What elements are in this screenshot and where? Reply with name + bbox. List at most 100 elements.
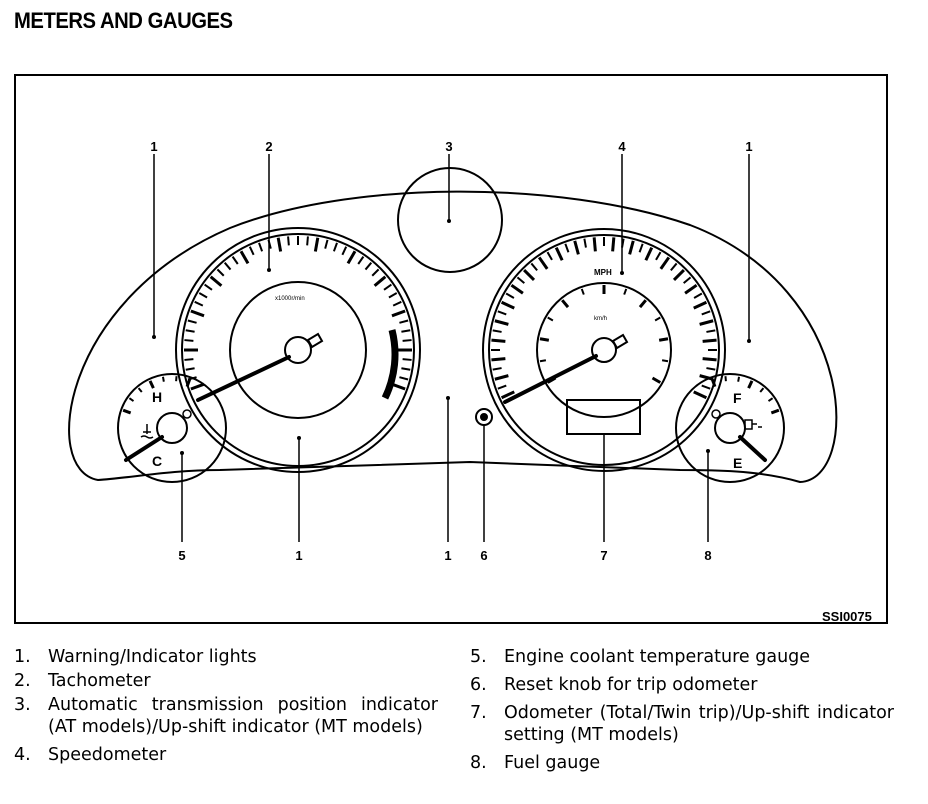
legend-text: Warning/Indicator lights bbox=[48, 647, 257, 667]
speedometer-tick bbox=[701, 384, 711, 390]
speedometer-inner-tick bbox=[547, 316, 554, 322]
temp-gauge-outer bbox=[117, 373, 227, 483]
shift-indicator-display bbox=[397, 167, 503, 273]
speedometer-tick bbox=[701, 310, 711, 316]
speedometer-tick bbox=[699, 319, 714, 326]
tachometer-tick bbox=[306, 236, 309, 246]
tachometer-tick bbox=[239, 250, 250, 265]
speedometer-hub bbox=[591, 337, 617, 363]
fuel-gauge-tick bbox=[747, 380, 754, 389]
speedometer-needle bbox=[503, 354, 598, 404]
legend-text: Tachometer bbox=[48, 671, 151, 691]
tachometer-tick bbox=[187, 319, 197, 324]
speedometer-tick bbox=[638, 243, 644, 253]
fuel-gauge-needle bbox=[738, 435, 767, 462]
legend-item: 4. Speedometer bbox=[14, 744, 438, 766]
speedometer-tick bbox=[523, 269, 536, 282]
tachometer-tick bbox=[190, 382, 205, 391]
callout-3: 3 bbox=[445, 139, 452, 154]
speedometer-tick bbox=[693, 390, 708, 400]
fuel-gauge-outer bbox=[675, 373, 785, 483]
tachometer-tick bbox=[204, 283, 213, 291]
speedometer-tick bbox=[530, 262, 538, 271]
speedometer-tick bbox=[706, 329, 716, 333]
speedometer-inner-tick bbox=[661, 359, 669, 363]
speedometer-tick bbox=[554, 246, 564, 261]
temp-gauge-tick bbox=[128, 397, 135, 402]
callout-6: 6 bbox=[480, 548, 487, 563]
speedometer-inner bbox=[536, 282, 672, 418]
tachometer-tick bbox=[373, 275, 387, 287]
tachometer-tick bbox=[392, 300, 402, 307]
callout-8: 8 bbox=[704, 548, 711, 563]
temp-gauge-tick bbox=[137, 387, 143, 393]
speedometer-inner-tick bbox=[539, 337, 550, 342]
speedometer-inner-tick bbox=[651, 376, 662, 384]
tachometer-needle bbox=[196, 355, 291, 402]
tachometer-tick bbox=[287, 236, 290, 246]
speedometer-tick bbox=[693, 292, 703, 299]
speedometer-tick bbox=[684, 283, 698, 295]
tachometer-inner bbox=[229, 281, 367, 419]
legend-text: Speedometer bbox=[48, 745, 167, 765]
tachometer-tick bbox=[371, 268, 380, 277]
page-title: METERS AND GAUGES bbox=[14, 8, 233, 33]
tachometer-rim bbox=[181, 233, 415, 467]
tachometer-tick bbox=[391, 382, 406, 391]
tachometer-tick bbox=[402, 339, 412, 342]
fuel-full-mark: F bbox=[733, 390, 742, 406]
legend-number: 5. bbox=[470, 647, 487, 667]
speedometer-inner-tick bbox=[623, 288, 628, 295]
speedometer-tick bbox=[491, 357, 506, 362]
temp-cold-mark: C bbox=[152, 453, 162, 469]
tachometer-tick bbox=[364, 262, 373, 271]
speedometer-tick bbox=[659, 256, 671, 270]
tachometer-tick bbox=[184, 339, 194, 342]
legend-number: 2. bbox=[14, 671, 31, 691]
temp-warning-light bbox=[182, 409, 192, 419]
legend-text: Odometer (Total/Twin trip)/Up-shift indi… bbox=[504, 703, 894, 745]
legend-text: Automatic transmission position indicato… bbox=[48, 695, 438, 737]
temp-gauge-tick bbox=[161, 376, 165, 382]
tachometer-tick bbox=[209, 275, 223, 287]
coolant-icon bbox=[140, 424, 154, 439]
fuel-gauge-tick bbox=[767, 397, 774, 402]
speedometer-tick bbox=[510, 283, 524, 295]
speedometer-inner-tick bbox=[539, 359, 547, 363]
tachometer-tick bbox=[401, 329, 411, 333]
legend-item: 3.Automatic transmission position indica… bbox=[14, 694, 438, 738]
speedometer-tick bbox=[655, 251, 662, 261]
tachometer-hub bbox=[284, 336, 312, 364]
tachometer-tick bbox=[194, 300, 204, 307]
speedometer-tick bbox=[611, 237, 616, 252]
mph-label: MPH bbox=[594, 268, 612, 277]
legend-left: 1.Warning/Indicator lights 2.Tachometer … bbox=[14, 646, 438, 772]
legend-item: 7. Odometer (Total/Twin trip)/Up-shift in… bbox=[470, 702, 894, 746]
legend-item: 1.Warning/Indicator lights bbox=[14, 646, 438, 668]
speedometer-tick bbox=[573, 240, 580, 255]
tachometer-redline bbox=[381, 329, 399, 400]
tachometer-tick bbox=[248, 246, 255, 256]
speedometer-tick bbox=[492, 329, 502, 333]
svg-text:x1000r/min: x1000r/min bbox=[275, 296, 305, 302]
speedometer-tick bbox=[693, 300, 708, 310]
speedometer-tick bbox=[491, 338, 506, 343]
speedometer-inner-tick bbox=[561, 299, 570, 309]
speedometer-tick bbox=[644, 246, 654, 261]
callout-1-left: 1 bbox=[150, 139, 157, 154]
temp-gauge-hub bbox=[156, 412, 188, 444]
temp-gauge-tick bbox=[148, 380, 155, 389]
speedometer-tick bbox=[497, 384, 507, 390]
legend-number: 6. bbox=[470, 675, 487, 695]
callout-1-tach: 1 bbox=[295, 548, 302, 563]
tachometer-tick bbox=[332, 242, 338, 252]
tachometer-tick bbox=[399, 319, 409, 324]
legend-number: 7. bbox=[470, 703, 487, 723]
speedometer-tick bbox=[564, 243, 570, 253]
speedometer-tick bbox=[628, 240, 635, 255]
tachometer-tick bbox=[198, 292, 208, 299]
legend-number: 4. bbox=[14, 745, 31, 765]
figure-reference: SSI0075 bbox=[822, 609, 872, 624]
tachometer-tick bbox=[216, 268, 225, 277]
speedometer-inner-tick bbox=[658, 337, 669, 342]
